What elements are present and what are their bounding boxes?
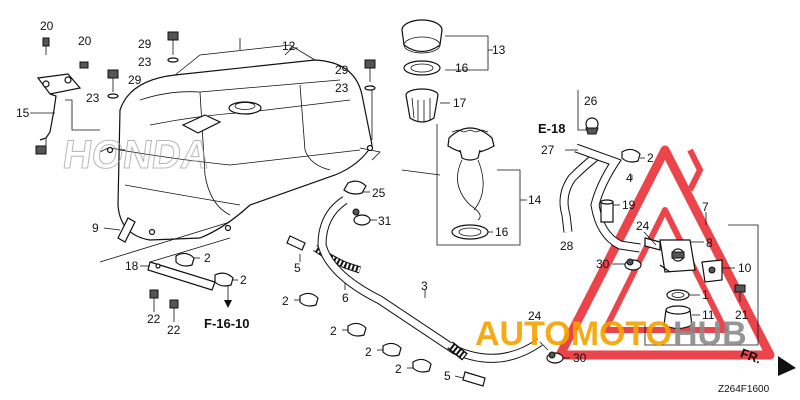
bolt-29a [167,31,179,63]
callout-24: 24 [528,309,542,323]
callout-23: 23 [138,55,152,69]
callout-5: 5 [444,369,451,383]
callout-22: 22 [147,312,161,326]
bracket-15 [35,73,82,155]
callout-29: 29 [335,63,349,77]
callout-2: 2 [365,345,372,359]
nut-22a [149,289,159,299]
callout-20: 20 [40,19,54,33]
callout-16: 16 [495,225,509,239]
clip-25 [343,180,367,195]
callout-2: 2 [282,294,289,308]
callout-10: 10 [738,261,752,275]
watermark-text-part2: HUB [673,315,747,353]
fuel-cap-assy-14 [447,127,495,221]
callout-31: 31 [378,214,392,228]
callout-30: 30 [573,351,587,365]
callout-13: 13 [492,43,506,57]
callout-28: 28 [560,239,574,253]
callout-30: 30 [596,257,610,271]
callout-26: 26 [584,94,598,108]
callout-16: 16 [455,61,469,75]
callout-29: 29 [128,73,142,87]
callout-17: 17 [453,96,467,110]
cup-11 [663,305,693,330]
diagram-code: Z264F1600 [718,384,770,395]
strainer-17 [405,88,439,123]
callout-18: 18 [125,259,139,273]
fuel-valve-7 [644,237,696,273]
watermark-text: AUTOMOTO HUB [475,315,747,353]
front-direction-arrow [778,356,796,376]
callout-21: 21 [735,308,749,322]
ref-f1610: F-16-10 [204,316,250,331]
callout-7: 7 [702,200,709,214]
callout-22: 22 [167,323,181,337]
oring-1 [666,289,690,301]
callout-23: 23 [86,91,100,105]
callout-15: 15 [16,106,30,120]
clip-26 [585,117,599,135]
callout-1: 1 [702,288,709,302]
bolt-20b [79,61,89,69]
tube-5a [286,235,306,251]
callout-11: 11 [702,308,715,322]
callout-4: 4 [626,171,633,185]
hose-4 [574,143,641,253]
callout-9: 9 [92,221,99,235]
nut-22b [169,299,179,309]
callout-2: 2 [204,251,211,265]
callout-20: 20 [78,34,92,48]
cushion-9 [117,217,136,243]
clamp-2a [175,252,195,267]
callout-5: 5 [294,261,301,275]
gasket-16b [451,224,489,240]
callout-25: 25 [372,186,386,200]
band-18 [147,261,216,291]
callout-23: 23 [335,81,349,95]
front-label: FR. [739,345,764,366]
watermark-text-part1: AUTOMOTO [475,315,672,353]
callout-29: 29 [138,37,152,51]
grommet-30a [624,258,642,271]
callout-3: 3 [421,279,428,293]
hose-28 [559,151,601,233]
bolt-29b [107,69,119,99]
bolt-20a [42,37,50,55]
callout-27: 27 [541,143,555,157]
gasket-16a [403,60,441,76]
filter-19 [600,199,614,223]
callout-2: 2 [395,362,402,376]
hose-3 [317,196,543,363]
callout-2: 2 [647,151,654,165]
tube-5b [462,371,486,387]
callout-8: 8 [706,236,713,250]
bolt-29c [364,59,376,91]
callout-14: 14 [528,193,542,207]
fuel-tank: HONDA [60,44,381,241]
callout-24: 24 [636,219,650,233]
clamp-2c [299,292,319,307]
ref-e18: E-18 [538,121,565,136]
callout-19: 19 [622,198,636,212]
clamp-2g [621,148,641,163]
tank-brand-lettering: HONDA [60,132,213,177]
callout-12: 12 [282,39,296,53]
callout-6: 6 [342,291,349,305]
clamp-2d [347,322,367,337]
plate-10 [701,259,723,283]
callout-2: 2 [330,324,337,338]
grommet-31 [352,208,371,226]
callout-labels: 20 20 29 23 29 23 12 13 16 17 29 23 15 2… [16,19,752,383]
fuel-cap-13 [401,19,443,54]
clamp-2e [382,342,402,357]
callout-2: 2 [240,273,247,287]
clamp-2f [412,358,432,373]
screw-21 [734,284,746,302]
clamp-2b [214,272,234,287]
